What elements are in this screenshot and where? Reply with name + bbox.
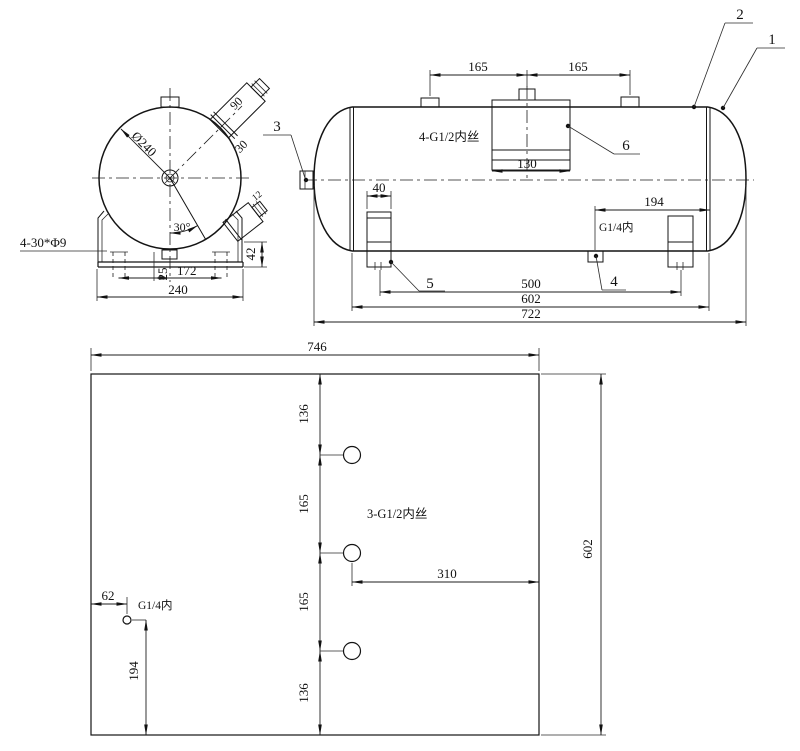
dim-leg-spacing: 500 (521, 276, 541, 291)
dim-seg-bottom: 136 (296, 683, 311, 703)
dim-port-spacing-left: 165 (468, 59, 488, 74)
port-hole-2 (342, 543, 362, 563)
dim-plate-width: 130 (517, 156, 537, 171)
callout-1: 1 (768, 32, 776, 48)
dim-leg-width: 40 (373, 180, 386, 195)
callout-3: 3 (273, 119, 281, 135)
bottom-port-stub (161, 249, 178, 260)
end-view: Ø240 90 30 12 30° (20, 77, 271, 301)
dim-hole-to-edge: 310 (437, 566, 457, 581)
dim-corner-x: 62 (102, 588, 115, 603)
dim-small-port: 12 (251, 190, 265, 204)
head-fitting (299, 170, 314, 190)
dim-corner-y: 194 (126, 661, 141, 681)
dim-plate-width-746: 746 (307, 339, 327, 354)
label-top-ports: 4-G1/2内丝 (419, 130, 479, 144)
dim-base-width: 240 (168, 282, 188, 297)
dim-diameter: Ø240 (129, 128, 160, 159)
saddle-base (97, 210, 244, 280)
dim-angle: 30° (174, 220, 191, 234)
callout-2: 2 (736, 7, 744, 23)
dim-total-length: 722 (521, 306, 541, 321)
top-stub-3 (620, 96, 640, 108)
dim-port-width: 30 (232, 137, 250, 155)
right-support (667, 215, 694, 270)
callout-6: 6 (622, 138, 630, 154)
dim-seg-mid2: 165 (296, 592, 311, 612)
right-head (707, 106, 747, 252)
plate-layout-view: 136 165 165 136 3-G1/2内丝 310 746 602 62 … (90, 339, 606, 736)
dim-offset: 25 (155, 268, 170, 281)
top-stub-1 (420, 97, 440, 108)
port-hole-1 (342, 445, 362, 465)
callout-4: 4 (610, 274, 618, 290)
dim-seg-top: 136 (296, 404, 311, 424)
label-holes: 3-G1/2内丝 (367, 507, 427, 521)
plate-outline (90, 373, 540, 736)
dim-plate-height: 602 (580, 539, 595, 559)
port-hole-3 (342, 641, 362, 661)
callout-5: 5 (426, 276, 434, 292)
drain-fitting (587, 250, 604, 263)
dim-base-height: 42 (243, 248, 258, 261)
dim-port-length: 90 (227, 94, 245, 112)
corner-hole (122, 615, 132, 625)
side-view: 165 165 130 4-G1/2内丝 40 194 G1/4内 (263, 7, 785, 326)
dim-seg-mid1: 165 (296, 494, 311, 514)
angled-port-45: 90 30 (209, 77, 271, 156)
dim-shell-length: 602 (521, 291, 541, 306)
dim-slot-spacing: 172 (177, 263, 197, 278)
left-support (366, 211, 392, 270)
label-bolt-holes: 4-30*Φ9 (20, 235, 66, 250)
left-head (313, 106, 353, 252)
dim-port-spacing-right: 165 (568, 59, 588, 74)
label-drain-port: G1/4内 (599, 220, 634, 234)
label-corner-hole: G1/4内 (138, 598, 173, 612)
angled-port-small: 12 (222, 190, 268, 243)
dim-drain-offset: 194 (644, 194, 664, 209)
